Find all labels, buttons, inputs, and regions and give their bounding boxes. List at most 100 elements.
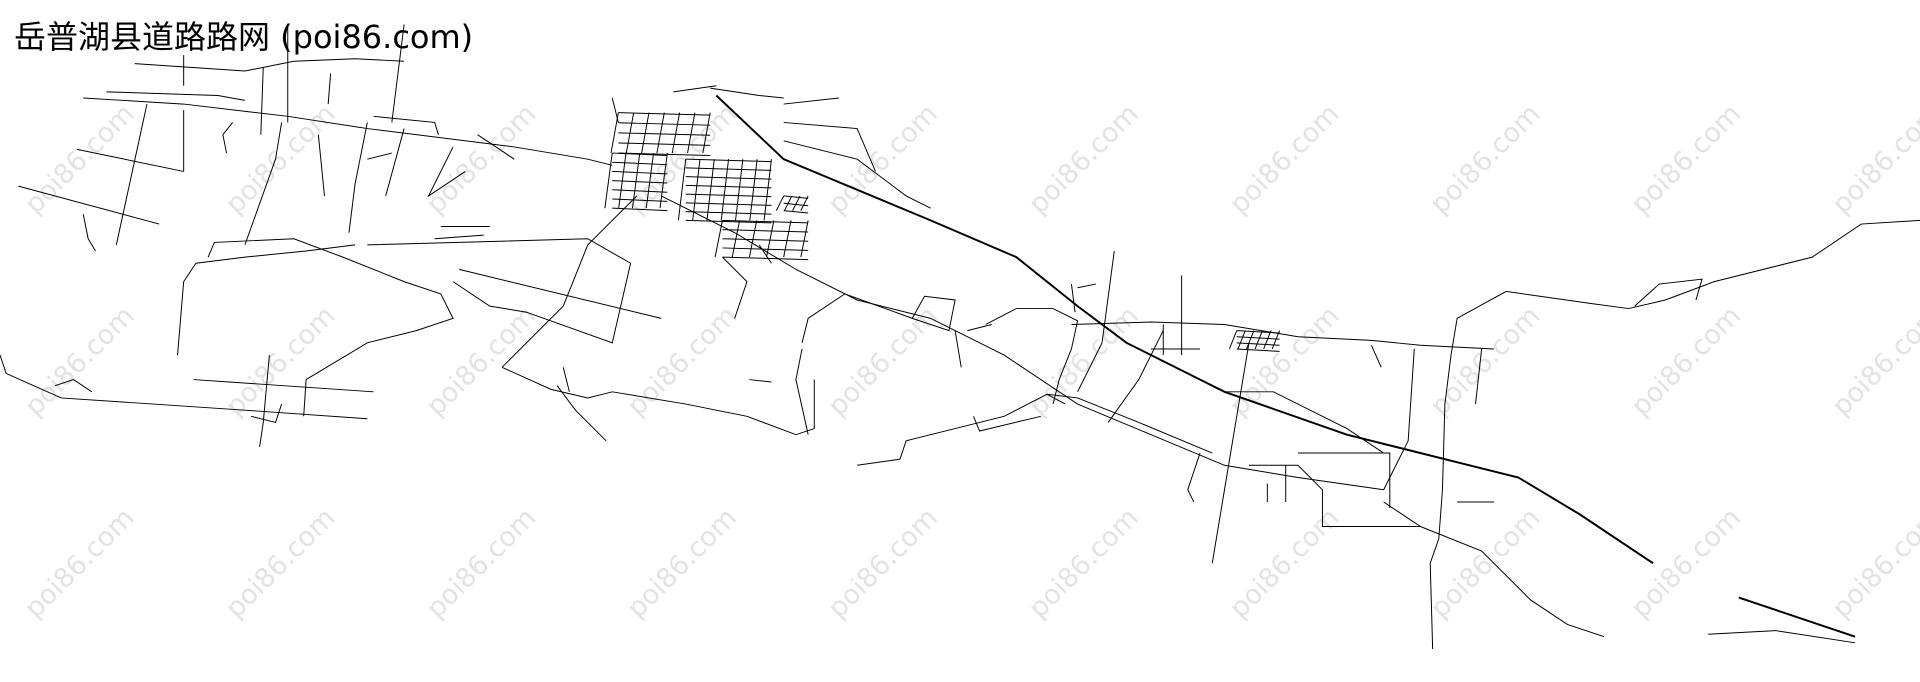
town-grid-road <box>1236 342 1280 346</box>
town-grid-road <box>722 238 809 242</box>
town-grid-road <box>685 158 772 163</box>
town-grid <box>604 112 1281 352</box>
town-grid-road <box>714 220 723 258</box>
road <box>1708 630 1856 644</box>
road <box>391 24 405 123</box>
road <box>967 323 992 332</box>
town-grid-road <box>722 247 809 251</box>
town-grid-road <box>618 152 711 156</box>
road <box>1077 250 1115 393</box>
road <box>82 214 96 252</box>
map-title: 岳普湖县道路路网 (poi86.com) <box>14 18 474 56</box>
town-grid-road <box>783 210 809 214</box>
town-grid-road <box>612 152 668 156</box>
town-grid-road <box>692 159 701 221</box>
watermark-text: poi86.com <box>1826 502 1920 624</box>
road <box>795 348 809 435</box>
town-grid-road <box>685 184 772 189</box>
road <box>783 121 876 172</box>
road <box>317 134 325 196</box>
town-grid-road <box>685 202 772 206</box>
road <box>1297 452 1391 509</box>
road <box>562 367 570 392</box>
road <box>1211 342 1250 564</box>
town-grid-road <box>610 112 619 154</box>
watermark-text: poi86.com <box>1224 300 1346 422</box>
road <box>207 238 454 417</box>
watermark-text: poi86.com <box>1826 98 1920 220</box>
watermark-text: poi86.com <box>1224 98 1346 220</box>
town-grid-road <box>1236 336 1280 340</box>
town-grid-road <box>706 159 715 221</box>
railway <box>1738 596 1856 638</box>
road <box>327 73 332 105</box>
town-grid-road <box>612 161 668 166</box>
road <box>1187 452 1201 503</box>
town-grid-road <box>722 229 809 233</box>
town-grid-road <box>749 159 758 221</box>
town-grid-road <box>1271 330 1281 350</box>
town-grid-road <box>685 219 772 224</box>
road <box>459 268 662 319</box>
watermark-text: poi86.com <box>621 300 743 422</box>
watermark-text: poi86.com <box>822 300 944 422</box>
town-grid-road <box>702 112 711 154</box>
watermark-text: poi86.com <box>1625 502 1747 624</box>
road <box>83 97 613 166</box>
road <box>77 148 184 172</box>
town-grid-road <box>685 167 772 171</box>
town-grid-road <box>1254 330 1263 350</box>
road <box>134 58 405 72</box>
road <box>193 379 374 393</box>
town-grid-road <box>763 159 772 221</box>
town-grid-road <box>775 195 785 211</box>
road <box>244 122 283 246</box>
town-grid-road <box>685 176 772 180</box>
road <box>985 308 1079 405</box>
road <box>373 115 439 135</box>
town-grid-road <box>720 159 730 221</box>
road <box>367 152 392 160</box>
watermark-text: poi86.com <box>19 502 141 624</box>
road <box>1071 321 1494 350</box>
road <box>1420 526 1605 638</box>
road <box>115 103 148 245</box>
road <box>1475 348 1483 405</box>
town-grid-road <box>685 211 772 215</box>
watermark-text: poi86.com <box>621 98 743 220</box>
road <box>749 379 772 383</box>
road <box>1634 278 1703 307</box>
road <box>1107 330 1164 423</box>
watermark-text: poi86.com <box>822 502 944 624</box>
town-grid-road <box>783 202 809 207</box>
road <box>1046 393 1213 454</box>
road <box>1070 284 1076 313</box>
road <box>18 185 160 225</box>
town-grid-road <box>783 195 809 199</box>
road <box>385 128 405 197</box>
roads-layer <box>0 24 1920 649</box>
town-grid-road <box>792 195 801 211</box>
town-grid-road <box>783 220 792 258</box>
road <box>177 244 356 356</box>
town-grid-road <box>1236 330 1280 334</box>
road <box>501 195 638 368</box>
road <box>710 87 784 99</box>
road <box>1383 348 1415 490</box>
watermark-text: poi86.com <box>1424 98 1546 220</box>
road <box>783 97 839 105</box>
town-grid-road <box>748 220 758 258</box>
town-grid-road <box>722 219 809 224</box>
road <box>1077 283 1097 289</box>
road <box>673 85 717 93</box>
watermark-text: poi86.com <box>1224 502 1346 624</box>
town-grid-road <box>604 152 613 209</box>
road <box>259 355 270 447</box>
road <box>1248 464 1423 527</box>
road <box>348 122 368 233</box>
watermark-text: poi86.com <box>420 98 542 220</box>
town-grid-road <box>631 152 641 209</box>
town-grid-road <box>612 198 668 202</box>
road <box>106 91 245 101</box>
